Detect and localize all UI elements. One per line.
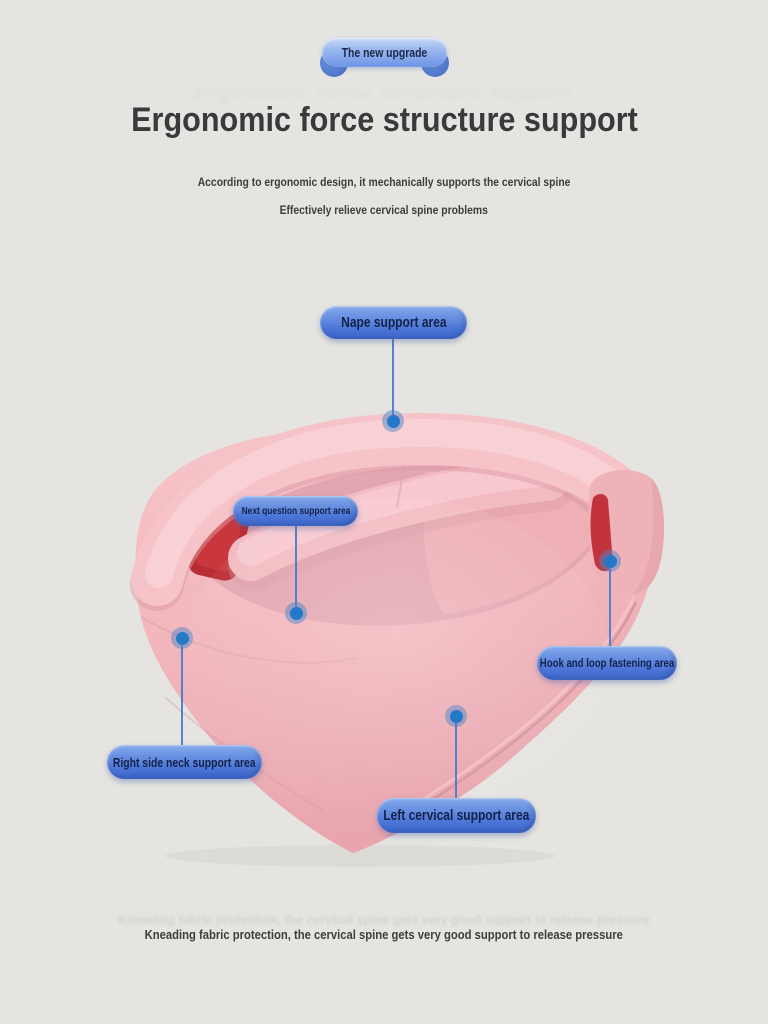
anchor-dot-core xyxy=(386,414,400,428)
page-title: Ergonomic force structure support xyxy=(130,101,638,139)
callout-hook-loop-fastening: Hook and loop fastening area xyxy=(537,646,677,680)
leader-line-next-question xyxy=(295,526,297,613)
anchor-dot-hook-loop xyxy=(599,550,621,572)
leader-line-hook-loop xyxy=(609,561,611,647)
callout-label: Nape support area xyxy=(340,314,447,331)
footer-caption: Kneading fabric protection, the cervical… xyxy=(144,928,624,942)
anchor-dot-core xyxy=(603,554,617,568)
leader-line-left-cervical xyxy=(455,716,457,799)
anchor-dot-left-cervical xyxy=(445,705,467,727)
anchor-dot-core xyxy=(289,606,303,620)
neck-support-collar-illustration xyxy=(130,413,665,867)
anchor-dot-right-side xyxy=(171,627,193,649)
callout-label: Hook and loop fastening area xyxy=(539,656,675,670)
caption-ghost-text: Kneading fabric protection, the cervical… xyxy=(118,913,650,927)
callout-label: Left cervical support area xyxy=(383,807,530,824)
subtitle-line2: Effectively relieve cervical spine probl… xyxy=(279,205,489,217)
badge-pill: The new upgrade xyxy=(322,38,447,67)
leader-line-nape xyxy=(392,339,394,421)
callout-next-question-support: Next question support area xyxy=(233,496,358,526)
callout-right-side-neck-support: Right side neck support area xyxy=(107,745,262,779)
leader-line-right-side xyxy=(181,638,183,746)
anchor-dot-nape xyxy=(382,410,404,432)
callout-label: Next question support area xyxy=(241,505,350,517)
anchor-dot-core xyxy=(175,631,189,645)
badge-label: The new upgrade xyxy=(341,45,428,60)
subtitle-line1: According to ergonomic design, it mechan… xyxy=(197,177,571,189)
callout-left-cervical-support: Left cervical support area xyxy=(377,798,536,833)
new-upgrade-badge: The new upgrade xyxy=(320,38,449,78)
callout-label: Right side neck support area xyxy=(113,754,256,770)
anchor-dot-next-question xyxy=(285,602,307,624)
callout-nape-support: Nape support area xyxy=(320,306,467,339)
anchor-dot-core xyxy=(449,709,463,723)
